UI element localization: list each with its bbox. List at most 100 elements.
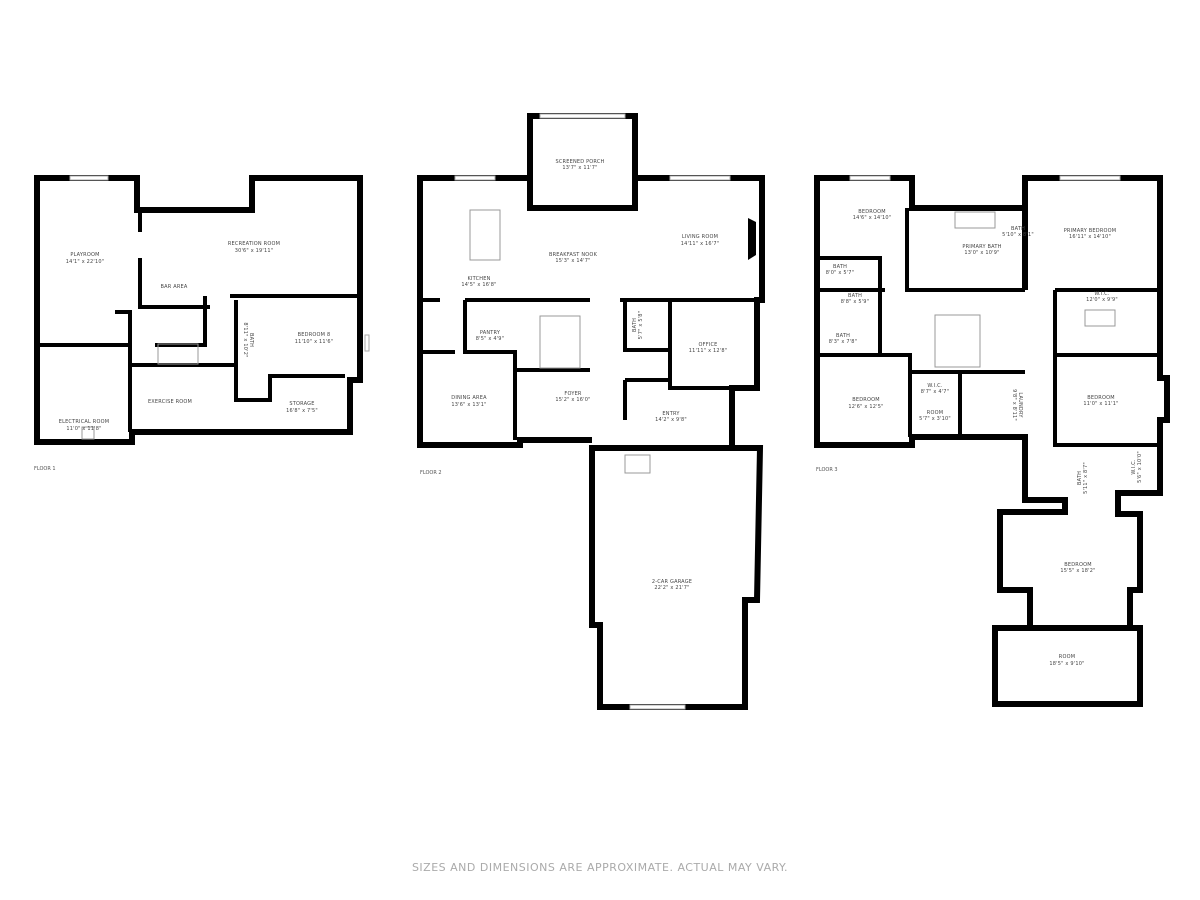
room-label-line: 2-CAR GARAGE [652, 579, 692, 585]
room-label-line: BAR AREA [161, 284, 188, 290]
room-label-line: STORAGE [289, 401, 314, 407]
room-label-line: ENTRY [662, 411, 680, 417]
floor-label: FLOOR 3 [816, 467, 838, 473]
room-label-line: BEDROOM [1064, 562, 1092, 568]
room-label-line: 13'7" x 11'7" [562, 165, 597, 171]
window [1059, 175, 1121, 181]
floor-2-outer-walls [417, 175, 592, 448]
room-label-line: 8'11" x 10'2" [242, 322, 248, 357]
room-label-line: BATH [848, 293, 862, 299]
room-label-line: W.I.C. [1131, 459, 1137, 475]
disclaimer-footer: SIZES AND DIMENSIONS ARE APPROXIMATE. AC… [412, 861, 788, 874]
wall [817, 353, 912, 437]
room-label-line: FOYER [564, 391, 582, 397]
window [364, 334, 370, 352]
room-label: W.I.C.5'6" x 10'0" [1131, 451, 1143, 483]
room-label-line: LAUNDRY [1017, 392, 1023, 418]
room-label-line: 15'2" x 16'0" [555, 397, 590, 403]
floor-3-outer-walls [1022, 175, 1170, 625]
room-label-line: 14'6" x 14'10" [853, 215, 892, 221]
room-label: EXERCISE ROOM [148, 399, 192, 405]
room-label-line: 8'3" x 7'8" [829, 339, 857, 345]
room-label-line: ELECTRICAL ROOM [59, 419, 110, 425]
room-label-line: 8'0" x 5'7" [826, 270, 854, 276]
floor-label: FLOOR 1 [34, 466, 56, 472]
wall [463, 300, 517, 440]
stairs [539, 315, 581, 369]
room-label-line: 9'8" x 8'11" [1011, 389, 1017, 421]
room-label-line: BEDROOM [852, 397, 880, 403]
utility-fixture [81, 426, 95, 440]
room-label-line: BATH [1011, 226, 1025, 232]
room-label-line: BATH [833, 264, 847, 270]
room-label-line: 16'8" x 7'5" [286, 408, 318, 414]
room-label-line: BATH [632, 318, 638, 332]
room-label: BATH8'11" x 10'2" [242, 322, 254, 357]
room-label-line: PLAYROOM [70, 252, 99, 258]
room-label-line: 13'0" x 10'9" [964, 250, 999, 256]
room-label-line: 11'11" x 12'8" [689, 348, 728, 354]
room-label: BATH5'11" x 8'7" [1077, 462, 1089, 494]
stairs [157, 343, 199, 365]
room-label-line: BATH [1077, 471, 1083, 485]
room-label-line: 5'10" x 8'1" [1002, 232, 1034, 238]
room-label-line: 8'8" x 5'9" [841, 299, 869, 305]
room-label-line: BATH [836, 333, 850, 339]
room-label-line: 22'2" x 21'7" [654, 585, 689, 591]
window [454, 175, 496, 181]
wall [155, 296, 207, 347]
floor-label: FLOOR 2 [420, 470, 442, 476]
window [669, 175, 731, 181]
wall [817, 256, 885, 292]
room-label-line: W.I.C. [927, 383, 943, 389]
wall [814, 175, 1028, 448]
room-label: W.I.C.12'0" x 9'9" [1086, 291, 1118, 303]
room-label-line: 5'7" x 5'8" [638, 311, 644, 339]
room-label-line: RECREATION ROOM [228, 241, 280, 247]
garage-steps [624, 454, 651, 474]
room-label-line: 11'0" x 11'1" [1083, 401, 1118, 407]
kitchen-island [469, 209, 501, 261]
room-label-line: BATH [248, 333, 254, 347]
room-label-line: EXERCISE ROOM [148, 399, 192, 405]
room-label-line: BEDROOM [1087, 395, 1115, 401]
garage-walls [589, 445, 764, 710]
room-label-line: 30'6" x 19'11" [235, 248, 274, 254]
room-label-line: SCREENED PORCH [555, 159, 604, 165]
wall [905, 208, 1025, 292]
room-label-line: BEDROOM [858, 209, 886, 215]
room-label-line: ROOM [927, 410, 943, 416]
room-label-line: 16'11" x 14'10" [1069, 234, 1111, 240]
room-label: LAUNDRY9'8" x 8'11" [1011, 389, 1023, 421]
fireplace [748, 218, 756, 260]
window [539, 113, 626, 119]
room-label-line: ROOM [1059, 654, 1075, 660]
room-label-line: PANTRY [480, 330, 501, 336]
room-label-line: 15'5" x 18'2" [1060, 568, 1095, 574]
room-label-line: 14'2" x 9'8" [655, 417, 687, 423]
stairs [934, 314, 981, 368]
room-label: BATH5'7" x 5'8" [632, 311, 644, 339]
room-label-line: BREAKFAST NOOK [549, 252, 598, 258]
